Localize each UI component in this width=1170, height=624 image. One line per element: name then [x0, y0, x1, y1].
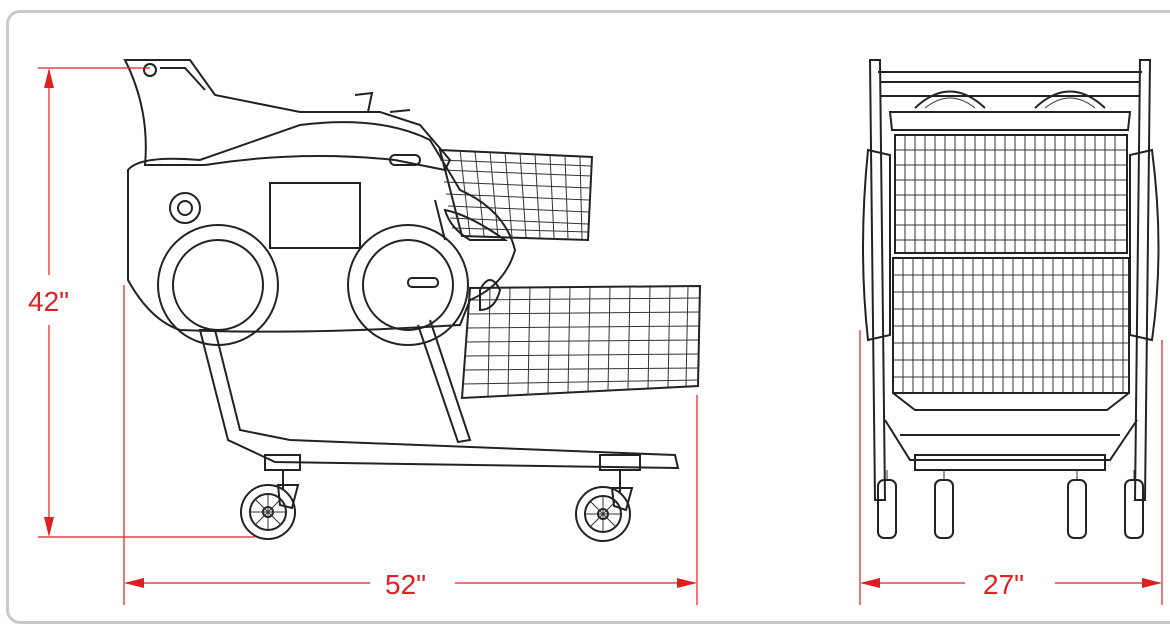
side-chassis: [198, 319, 680, 492]
lower-basket: [460, 284, 702, 400]
front-upper-basket: [894, 134, 1128, 254]
front-frame: [868, 59, 1152, 501]
front-caster-wheel: [240, 484, 300, 540]
height-dimension: 42": [28, 67, 255, 538]
right-fender: [1129, 148, 1160, 342]
height-label: 42": [28, 286, 69, 317]
width-label: 27": [983, 569, 1024, 600]
upper-basket: [438, 148, 594, 242]
front-view: [862, 59, 1160, 539]
side-view: [123, 59, 702, 542]
length-label: 52": [385, 569, 426, 600]
car-screen: [269, 182, 361, 249]
front-chassis: [884, 419, 1138, 471]
left-fender: [862, 148, 891, 342]
width-dimension: 27": [859, 330, 1163, 605]
car-body: [123, 59, 517, 346]
front-casters: [877, 470, 1144, 539]
front-lower-basket: [892, 257, 1130, 411]
rear-caster-wheel: [575, 486, 634, 542]
length-dimension: 52": [123, 285, 698, 605]
